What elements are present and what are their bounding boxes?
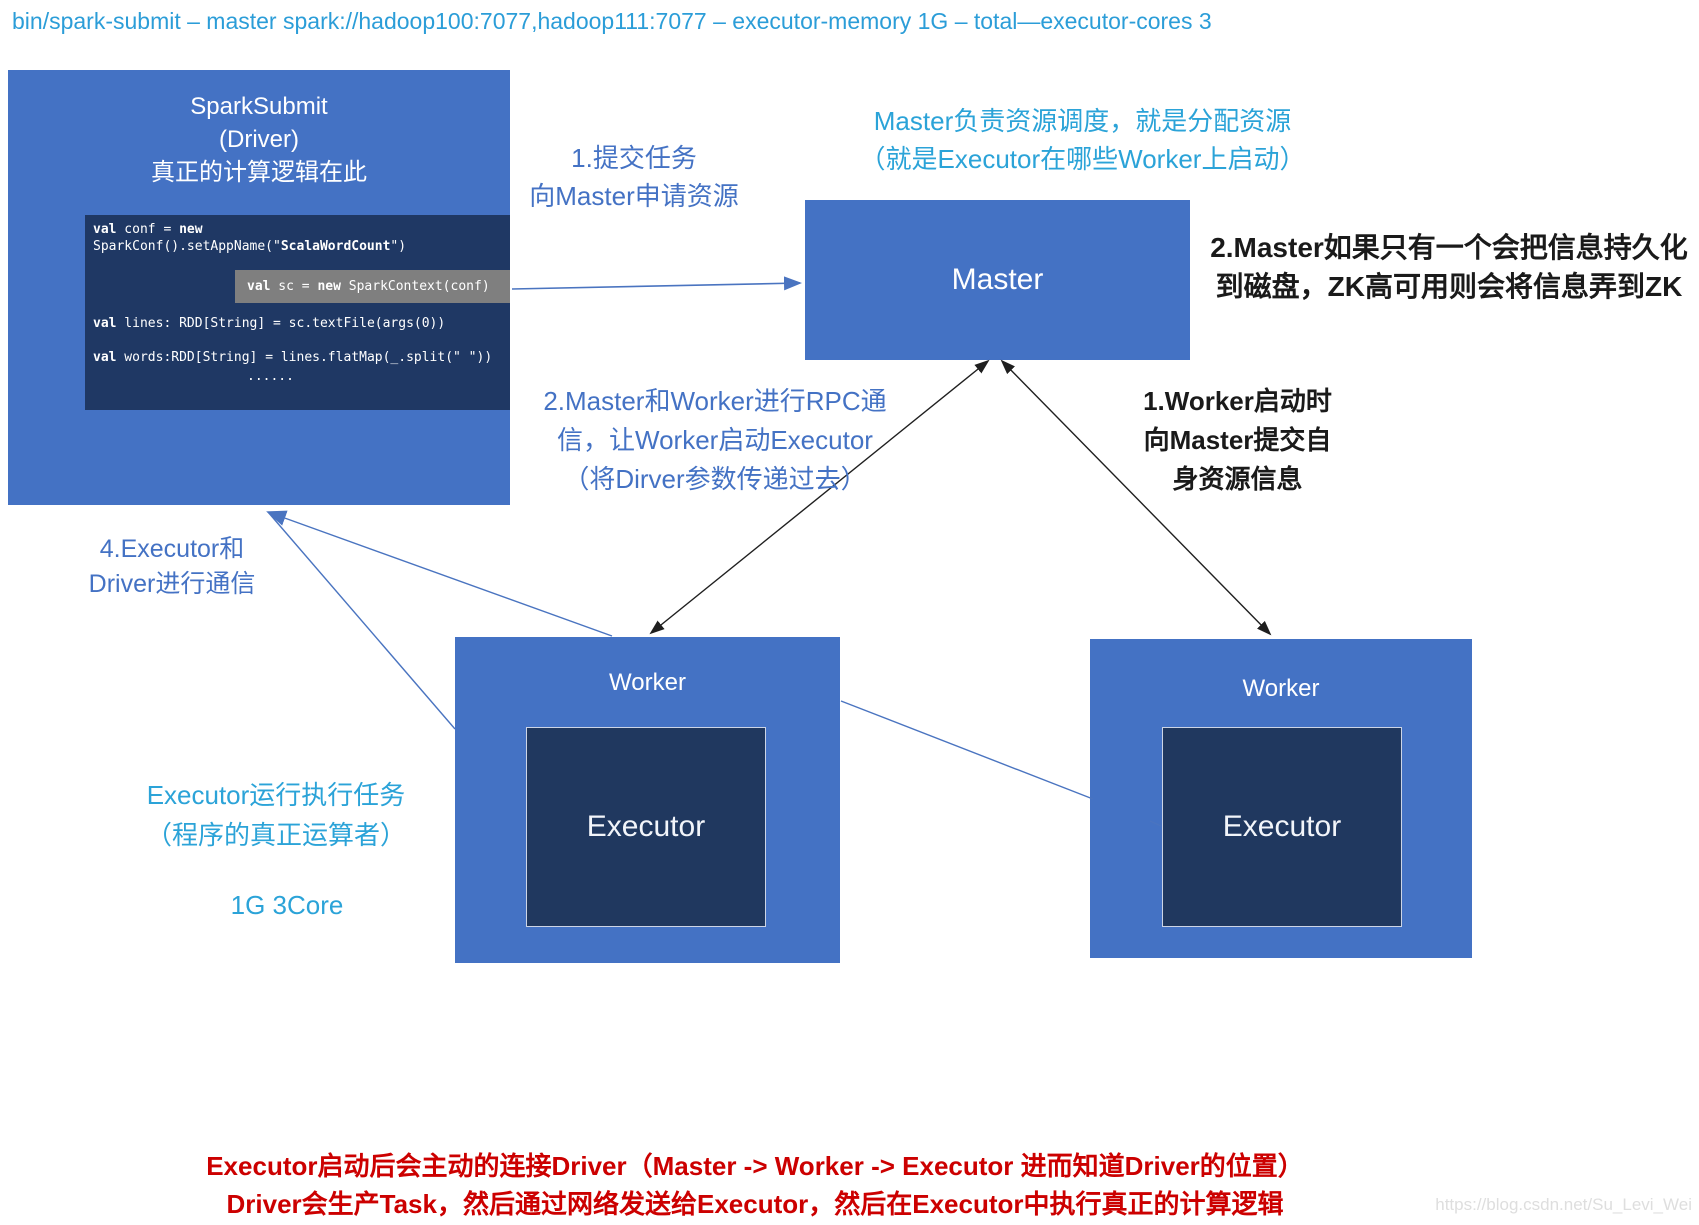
code-highlight-box: val sc = new SparkContext(conf) [235, 270, 510, 303]
annotation-rpc: 2.Master和Worker进行RPC通 信，让Worker启动Executo… [490, 382, 940, 499]
annotation-driver-comm-line2: Driver进行通信 [88, 570, 256, 598]
code-line-5: ...... [247, 369, 294, 384]
worker-left-label: Worker [609, 669, 686, 696]
annotation-rpc-line3: （将Dirver参数传递过去） [563, 464, 867, 494]
annotation-rpc-line2: 信，让Worker启动Executor [557, 425, 873, 455]
executor-right-box: Executor [1162, 727, 1402, 927]
code-line-4: val words:RDD[String] = lines.flatMap(_.… [93, 350, 493, 365]
annotation-submit-line2: 向Master申请资源 [529, 181, 739, 211]
annotation-submit-task: 1.提交任务 向Master申请资源 [484, 139, 784, 215]
annotation-driver-comm-line1: 4.Executor和 [99, 535, 245, 563]
driver-code-block: val conf = new SparkConf().setAppName("S… [85, 215, 510, 410]
annotation-bottom-line1: Executor启动后会主动的连接Driver（Master -> Worker… [206, 1151, 1304, 1181]
driver-node-title: SparkSubmit (Driver) 真正的计算逻辑在此 [8, 90, 510, 189]
code-line-2: SparkConf().setAppName("ScalaWordCount") [93, 239, 407, 254]
annotation-master-role-line2: （就是Executor在哪些Worker上启动） [859, 144, 1306, 174]
code-line-1: val conf = new [93, 222, 203, 237]
master-node-label: Master [951, 263, 1044, 296]
driver-title-line1: SparkSubmit [190, 93, 328, 120]
annotation-executor-run-line2: （程序的真正运算者） [145, 820, 406, 850]
annotation-resources: 1G 3Core [230, 890, 344, 920]
annotation-master-role-line1: Master负责资源调度，就是分配资源 [873, 106, 1292, 136]
executor-left-box: Executor [526, 727, 766, 927]
worker-right-label: Worker [1242, 675, 1320, 702]
code-highlight-line: val sc = new SparkContext(conf) [247, 279, 490, 294]
executor-right-label: Executor [1222, 810, 1342, 843]
spark-submit-command: bin/spark-submit – master spark://hadoop… [12, 8, 1212, 34]
annotation-bottom-note: Executor启动后会主动的连接Driver（Master -> Worker… [55, 1147, 1455, 1223]
driver-title-line2: (Driver) [219, 126, 299, 153]
annotation-bottom-line2: Driver会生产Task，然后通过网络发送给Executor，然后在Execu… [226, 1189, 1284, 1219]
annotation-master-persist: 2.Master如果只有一个会把信息持久化 到磁盘，ZK高可用则会将信息弄到ZK [1200, 228, 1698, 306]
annotation-driver-comm: 4.Executor和 Driver进行通信 [22, 532, 322, 602]
annotation-rpc-line1: 2.Master和Worker进行RPC通 [543, 386, 887, 416]
arrow-master-worker-left [649, 359, 990, 635]
annotation-worker-report: 1.Worker启动时 向Master提交自 身资源信息 [1040, 382, 1435, 499]
annotation-master-persist-line1: 2.Master如果只有一个会把信息持久化 [1210, 232, 1688, 263]
annotation-executor-run: Executor运行执行任务 （程序的真正运算者） [76, 775, 476, 855]
annotation-worker-report-line3: 身资源信息 [1172, 464, 1303, 494]
annotation-submit-line1: 1.提交任务 [571, 143, 697, 173]
code-line-3: val lines: RDD[String] = sc.textFile(arg… [93, 316, 446, 331]
annotation-worker-report-line1: 1.Worker启动时 [1143, 386, 1332, 416]
driver-title-line3: 真正的计算逻辑在此 [151, 159, 367, 186]
line-executor-left-to-driver [267, 511, 456, 730]
annotation-master-role: Master负责资源调度，就是分配资源 （就是Executor在哪些Worker… [810, 102, 1355, 178]
arrow-driver-to-master [511, 276, 802, 291]
master-node-box: Master [805, 200, 1190, 360]
line-segment-into-executor-right [1149, 820, 1162, 827]
line-worker-left-to-worker-right [840, 700, 1094, 800]
watermark-url: https://blog.csdn.net/Su_Levi_Wei [1435, 1195, 1692, 1214]
annotation-executor-run-line1: Executor运行执行任务 [146, 780, 406, 810]
annotation-worker-report-line2: 向Master提交自 [1143, 425, 1332, 455]
line-worker-left-to-driver [266, 510, 613, 637]
executor-left-label: Executor [586, 810, 706, 843]
annotation-master-persist-line2: 到磁盘，ZK高可用则会将信息弄到ZK [1215, 271, 1683, 302]
arrow-master-worker-right [1000, 359, 1272, 636]
